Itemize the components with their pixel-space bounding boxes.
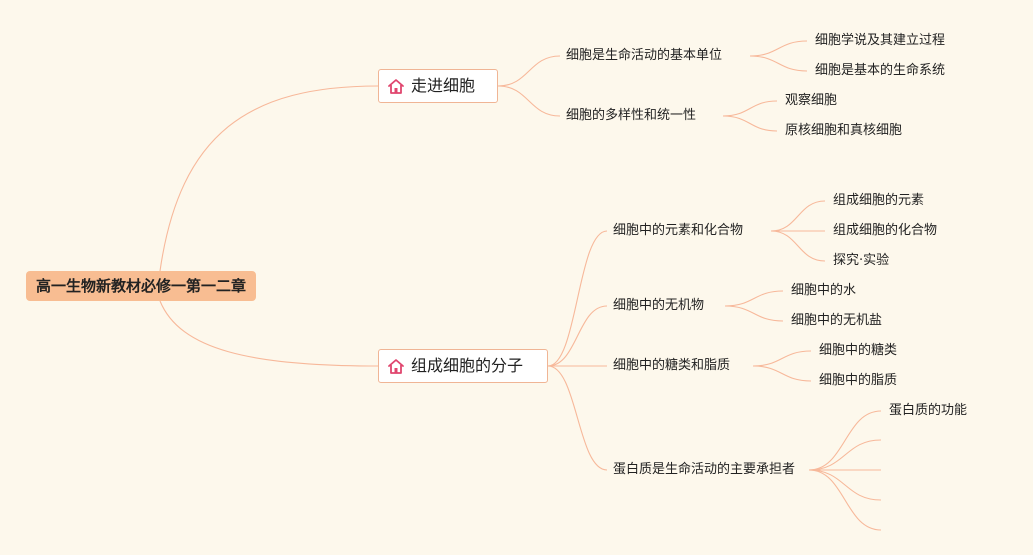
subtopic-0-0[interactable]: 细胞是生命活动的基本单位 — [566, 47, 722, 65]
connector-main-sub-1-0 — [547, 230, 608, 367]
leaf-topic-0-0-1-label: 细胞是基本的生命系统 — [815, 63, 946, 78]
connector-sub-leaf-1-3-1 — [808, 439, 882, 471]
connector-sub-leaf-0-1-1 — [722, 115, 778, 132]
leaf-topic-1-2-0-label: 细胞中的糖类 — [819, 343, 898, 358]
root-topic-label: 高一生物新教材必修一第一二章 — [36, 277, 247, 295]
connector-main-sub-1-3 — [547, 365, 608, 471]
connector-main-sub-1-1 — [547, 305, 608, 367]
subtopic-0-0-label: 细胞是生命活动的基本单位 — [566, 48, 723, 63]
main-topic-0[interactable]: 走进细胞 — [378, 69, 498, 103]
root-topic[interactable]: 高一生物新教材必修一第一二章 — [26, 271, 257, 301]
connector-sub-leaf-0-1-0 — [722, 100, 778, 117]
leaf-topic-1-0-0[interactable]: 组成细胞的元素 — [833, 192, 924, 210]
subtopic-0-1-label: 细胞的多样性和统一性 — [566, 108, 697, 123]
connector-sub-leaf-1-1-1 — [724, 305, 784, 322]
leaf-topic-1-2-0[interactable]: 细胞中的糖类 — [819, 342, 897, 360]
main-topic-1[interactable]: 组成细胞的分子 — [378, 349, 548, 383]
connector-sub-leaf-1-1-0 — [724, 290, 784, 307]
leaf-topic-0-0-1[interactable]: 细胞是基本的生命系统 — [815, 62, 945, 80]
leaf-topic-1-0-0-label: 组成细胞的元素 — [833, 193, 925, 208]
leaf-topic-0-1-1[interactable]: 原核细胞和真核细胞 — [785, 122, 902, 140]
subtopic-1-0[interactable]: 细胞中的元素和化合物 — [613, 222, 743, 240]
leaf-topic-1-0-2-label: 探究·实验 — [833, 253, 890, 268]
connector-sub-leaf-0-0-1 — [749, 55, 808, 72]
leaf-topic-1-3-0[interactable]: 蛋白质的功能 — [889, 402, 967, 420]
subtopic-1-3-label: 蛋白质是生命活动的主要承担者 — [613, 462, 796, 477]
connector-root-main-0 — [159, 85, 379, 272]
leaf-topic-1-1-0-label: 细胞中的水 — [791, 283, 857, 298]
subtopic-1-1[interactable]: 细胞中的无机物 — [613, 297, 704, 315]
subtopic-1-0-label: 细胞中的元素和化合物 — [613, 223, 744, 238]
subtopic-1-1-label: 细胞中的无机物 — [613, 298, 705, 313]
leaf-topic-1-0-1-label: 组成细胞的化合物 — [833, 223, 938, 238]
connector-sub-leaf-1-3-4 — [808, 469, 882, 531]
subtopic-0-1[interactable]: 细胞的多样性和统一性 — [566, 107, 696, 125]
leaf-topic-0-0-0[interactable]: 细胞学说及其建立过程 — [815, 32, 945, 50]
leaf-topic-1-0-2[interactable]: 探究·实验 — [833, 252, 889, 270]
leaf-topic-0-0-0-label: 细胞学说及其建立过程 — [815, 33, 946, 48]
connector-sub-leaf-1-2-1 — [752, 365, 812, 382]
home-icon — [387, 78, 405, 94]
connector-root-main-1 — [159, 300, 379, 367]
leaf-topic-1-3-0-label: 蛋白质的功能 — [889, 403, 968, 418]
connector-sub-leaf-0-0-0 — [749, 40, 808, 57]
leaf-topic-1-1-1-label: 细胞中的无机盐 — [791, 313, 883, 328]
connector-sub-leaf-1-3-0 — [808, 410, 882, 471]
leaf-topic-1-1-0[interactable]: 细胞中的水 — [791, 282, 856, 300]
connector-main-sub-0-0 — [497, 55, 561, 87]
subtopic-1-3[interactable]: 蛋白质是生命活动的主要承担者 — [613, 461, 795, 479]
leaf-topic-0-1-0-label: 观察细胞 — [785, 93, 838, 108]
leaf-topic-1-2-1[interactable]: 细胞中的脂质 — [819, 372, 897, 390]
leaf-topic-1-2-1-label: 细胞中的脂质 — [819, 373, 898, 388]
main-topic-label: 组成细胞的分子 — [411, 356, 524, 375]
subtopic-1-2-label: 细胞中的糖类和脂质 — [613, 358, 731, 373]
connector-sub-leaf-1-0-0 — [770, 200, 826, 232]
home-icon — [387, 358, 405, 374]
connector-sub-leaf-1-3-3 — [808, 469, 882, 501]
leaf-topic-1-1-1[interactable]: 细胞中的无机盐 — [791, 312, 882, 330]
leaf-topic-0-1-0[interactable]: 观察细胞 — [785, 92, 837, 110]
connector-sub-leaf-1-2-0 — [752, 350, 812, 367]
connector-sub-leaf-1-0-2 — [770, 230, 826, 262]
main-topic-label: 走进细胞 — [411, 76, 476, 95]
leaf-topic-0-1-1-label: 原核细胞和真核细胞 — [785, 123, 903, 138]
leaf-topic-1-0-1[interactable]: 组成细胞的化合物 — [833, 222, 937, 240]
subtopic-1-2[interactable]: 细胞中的糖类和脂质 — [613, 357, 730, 375]
connector-main-sub-0-1 — [497, 85, 561, 117]
